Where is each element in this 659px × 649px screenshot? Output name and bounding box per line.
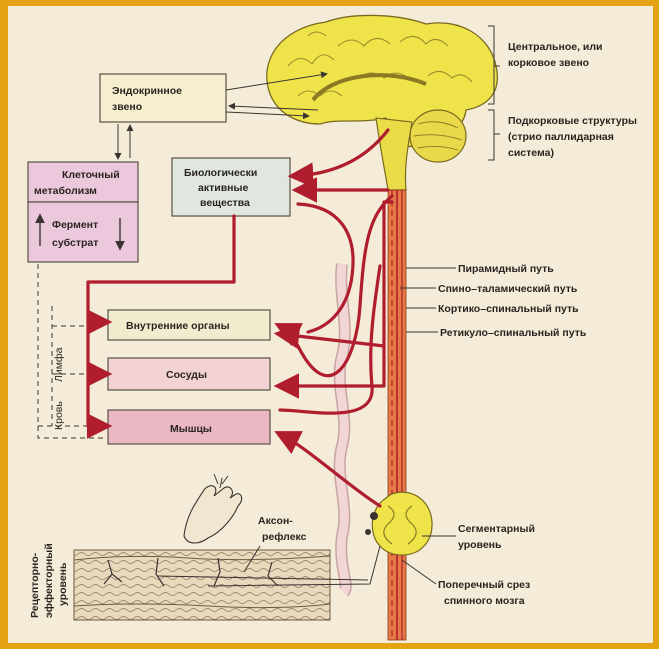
endocrine-label-2: звено [112,101,142,113]
subcortical-label-2: (стрио паллидарная [508,131,614,143]
muscles-box: Мышцы [108,410,270,444]
bioactive-label-3: вещества [200,197,250,209]
bioactive-box: Биологически активные вещества [172,158,290,216]
receptor-level-label-3: уровень [57,562,69,606]
endocrine-label-1: Эндокринное [112,85,182,97]
central-link-label-2: корковое звено [508,57,589,69]
spinothalamic-label: Спино–таламический путь [438,283,578,295]
pyramidal-label: Пирамидный путь [458,263,554,275]
receptor-level-label-2: эффекторный [43,543,55,618]
central-link-label-1: Центральное, или [508,41,603,53]
receptor-level-label-1: Рецепторно- [29,552,41,618]
segmental-label-1: Сегментарный [458,523,535,535]
muscles-label: Мышцы [170,423,212,435]
diagram-canvas: Эндокринное звено Клеточный метаболизм Ф… [8,6,653,643]
nervous-system-diagram: Эндокринное звено Клеточный метаболизм Ф… [8,6,653,643]
enzyme-label-2: субстрат [52,237,98,249]
vessels-box: Сосуды [108,358,270,390]
axon-reflex-label-1: Аксон- [258,515,293,527]
corticospinal-label: Кортико–спинальный путь [438,303,579,315]
internal-organs-label: Внутренние органы [126,320,230,332]
brain-illustration [267,15,498,190]
cross-section-label-2: спинного мозга [444,595,525,607]
lymph-label: Лимфа [53,347,65,382]
internal-organs-box: Внутренние органы [108,310,270,340]
metabolism-label-1: Клеточный [62,169,120,181]
reticulospinal-label: Ретикуло–спинальный путь [440,327,587,339]
skin-tissue [74,546,380,620]
segmental-label-2: уровень [458,539,502,551]
cross-section-label-1: Поперечный срез [438,579,530,591]
blood-label: Кровь [53,401,65,430]
enzyme-label-1: Фермент [52,219,98,231]
subcortical-label-3: система) [508,147,554,159]
axon-reflex-label-2: рефлекс [262,531,307,543]
subcortical-label-1: Подкорковые структуры [508,115,637,127]
endocrine-box: Эндокринное звено [100,74,226,122]
bioactive-label-2: активные [198,182,248,194]
metabolism-label-2: метаболизм [34,185,97,197]
bioactive-label-1: Биологически [184,167,257,179]
cell-metabolism-box: Клеточный метаболизм Фермент субстрат [28,162,138,262]
hand-icon [184,474,242,543]
vessels-label: Сосуды [166,369,207,381]
